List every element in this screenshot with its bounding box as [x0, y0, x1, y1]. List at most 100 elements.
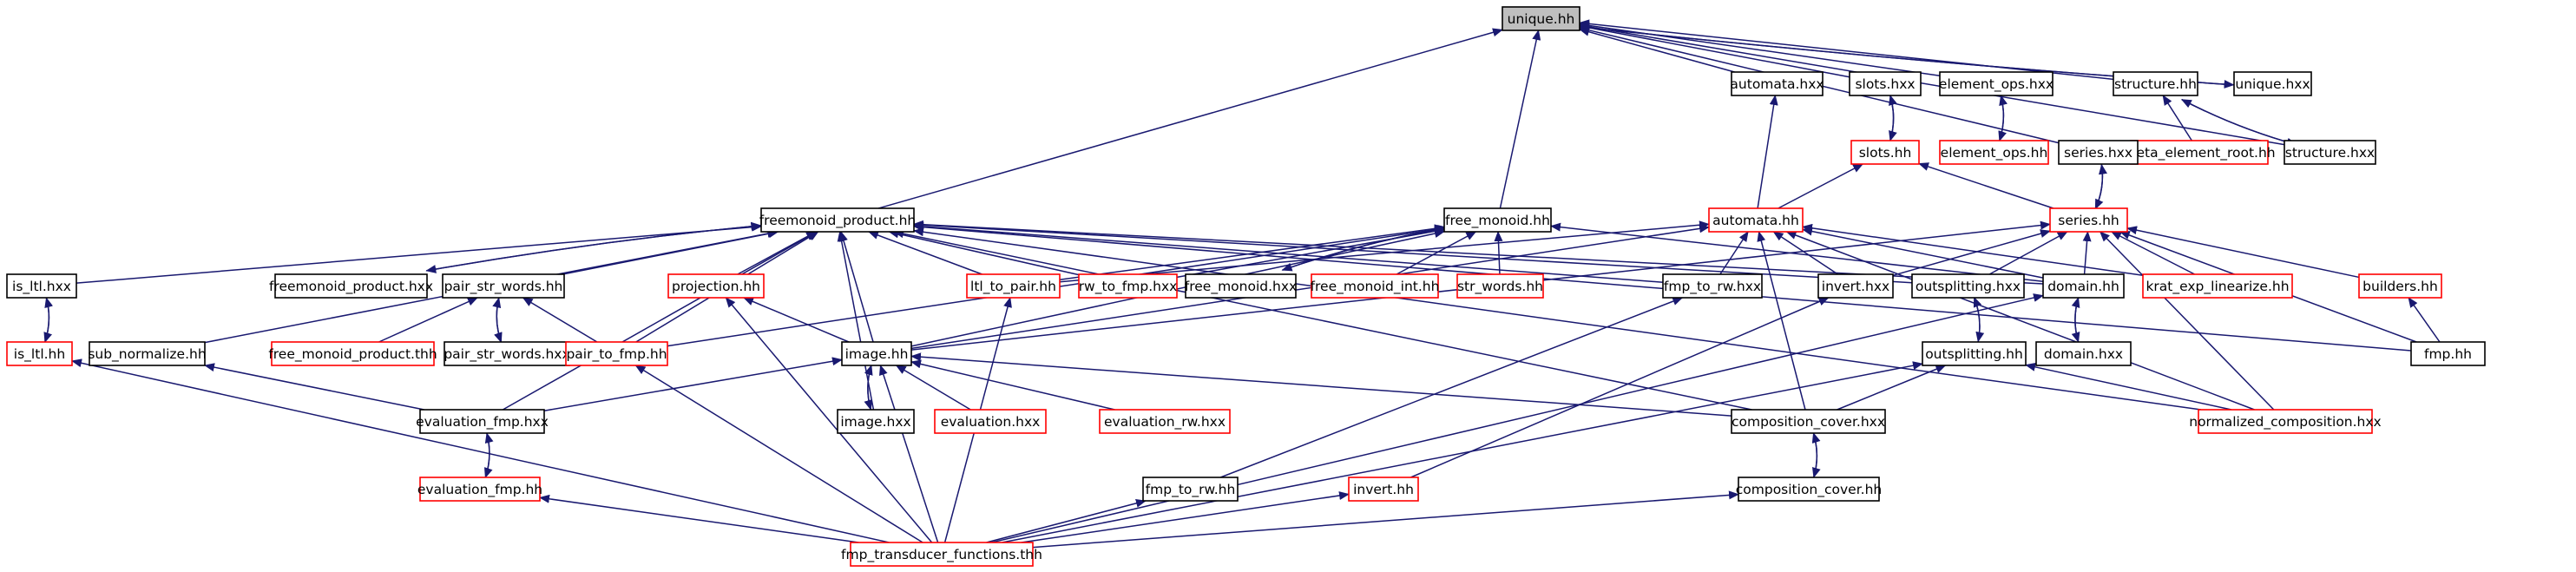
node-unique-hxx[interactable]: unique.hxx	[2233, 71, 2312, 96]
node-structure-hh[interactable]: structure.hh	[2113, 71, 2198, 96]
node-sub-normalize-hh[interactable]: sub_normalize.hh	[88, 341, 207, 366]
node-outsplitting-hxx[interactable]: outsplitting.hxx	[1911, 273, 2025, 299]
node-box[interactable]	[2358, 273, 2442, 299]
node-box[interactable]	[419, 409, 545, 434]
node-box[interactable]	[1142, 477, 1239, 502]
node-box[interactable]	[1731, 71, 1824, 96]
node-box[interactable]	[442, 273, 565, 299]
node-element-ops-hh[interactable]: element_ops.hh	[1939, 140, 2049, 165]
node-box[interactable]	[419, 477, 541, 502]
node-box[interactable]	[2113, 71, 2198, 96]
node-automata-hxx[interactable]: automata.hxx	[1730, 71, 1824, 96]
node-free-monoid-int-hh[interactable]: free_monoid_int.hh	[1311, 273, 1440, 299]
node-composition-cover-hxx[interactable]: composition_cover.hxx	[1731, 409, 1886, 434]
node-evaluation-fmp-hh[interactable]: evaluation_fmp.hh	[417, 477, 542, 502]
node-box[interactable]	[271, 341, 435, 366]
node-element-ops-hxx[interactable]: element_ops.hxx	[1939, 71, 2054, 96]
node-box[interactable]	[934, 409, 1047, 434]
node-projection-hh[interactable]: projection.hh	[667, 273, 765, 299]
node-box[interactable]	[89, 341, 206, 366]
node-unique-hh[interactable]: unique.hh	[1502, 6, 1580, 31]
node-fmp-to-rw-hh[interactable]: fmp_to_rw.hh	[1142, 477, 1239, 502]
node-builders-hh[interactable]: builders.hh	[2358, 273, 2442, 299]
node-box[interactable]	[1078, 273, 1178, 299]
node-box[interactable]	[1456, 273, 1544, 299]
node-box[interactable]	[2058, 140, 2139, 165]
node-image-hh[interactable]: image.hh	[841, 341, 912, 366]
node-invert-hxx[interactable]: invert.hxx	[1817, 273, 1894, 299]
node-fmp-to-rw-hxx[interactable]: fmp_to_rw.hxx	[1662, 273, 1763, 299]
node-invert-hh[interactable]: invert.hh	[1348, 477, 1419, 502]
node-box[interactable]	[2198, 409, 2373, 434]
node-box[interactable]	[841, 341, 912, 366]
node-box[interactable]	[2035, 341, 2132, 366]
node-box[interactable]	[1911, 273, 2025, 299]
node-fmp-transducer-functions-thh[interactable]: fmp_transducer_functions.thh	[841, 542, 1042, 567]
node-automata-hh[interactable]: automata.hh	[1708, 207, 1804, 233]
edge-outsplitting-hxx-to-series-hh	[1988, 231, 2068, 275]
node-is-ltl-hh[interactable]: is_ltl.hh	[6, 341, 73, 366]
node-normalized-composition-hxx[interactable]: normalized_composition.hxx	[2189, 409, 2382, 434]
node-domain-hxx[interactable]: domain.hxx	[2035, 341, 2132, 366]
node-box[interactable]	[1662, 273, 1763, 299]
node-free-monoid-hxx[interactable]: free_monoid.hxx	[1185, 273, 1297, 299]
node-evaluation-fmp-hxx[interactable]: evaluation_fmp.hxx	[416, 409, 549, 434]
node-box[interactable]	[565, 341, 668, 366]
node-box[interactable]	[444, 341, 570, 366]
node-box[interactable]	[6, 273, 77, 299]
node-image-hxx[interactable]: image.hxx	[837, 409, 915, 434]
node-box[interactable]	[1311, 273, 1439, 299]
node-box[interactable]	[2233, 71, 2312, 96]
node-box[interactable]	[2142, 273, 2293, 299]
node-meta-element-root-hh[interactable]: meta_element_root.hh	[2123, 140, 2276, 165]
node-box[interactable]	[1708, 207, 1804, 233]
node-box[interactable]	[966, 273, 1061, 299]
node-box[interactable]	[1817, 273, 1894, 299]
node-box[interactable]	[6, 341, 73, 366]
node-box[interactable]	[1849, 71, 1922, 96]
node-pair-to-fmp-hh[interactable]: pair_to_fmp.hh	[565, 341, 668, 366]
node-free-monoid-hh[interactable]: free_monoid.hh	[1443, 207, 1552, 233]
node-box[interactable]	[1443, 207, 1552, 233]
node-domain-hh[interactable]: domain.hh	[2042, 273, 2125, 299]
node-box[interactable]	[2042, 273, 2125, 299]
node-box[interactable]	[1502, 6, 1580, 31]
node-freemonoid-product-hxx[interactable]: freemonoid_product.hxx	[269, 273, 433, 299]
node-box[interactable]	[837, 409, 915, 434]
node-evaluation-rw-hxx[interactable]: evaluation_rw.hxx	[1099, 409, 1231, 434]
node-box[interactable]	[1850, 140, 1920, 165]
node-composition-cover-hh[interactable]: composition_cover.hh	[1736, 477, 1883, 502]
node-box[interactable]	[2284, 140, 2376, 165]
node-freemonoid-product-hh[interactable]: freemonoid_product.hh	[759, 207, 917, 233]
node-box[interactable]	[1939, 71, 2054, 96]
node-box[interactable]	[2410, 341, 2486, 366]
node-box[interactable]	[1731, 409, 1886, 434]
node-fmp-hh[interactable]: fmp.hh	[2410, 341, 2486, 366]
node-box[interactable]	[1185, 273, 1297, 299]
node-box[interactable]	[1348, 477, 1419, 502]
node-box[interactable]	[1939, 140, 2049, 165]
node-box[interactable]	[1099, 409, 1231, 434]
node-is-ltl-hxx[interactable]: is_ltl.hxx	[6, 273, 77, 299]
node-structure-hxx[interactable]: structure.hxx	[2284, 140, 2376, 165]
node-box[interactable]	[274, 273, 428, 299]
node-str-words-hh[interactable]: str_words.hh	[1456, 273, 1544, 299]
node-series-hxx[interactable]: series.hxx	[2058, 140, 2139, 165]
node-box[interactable]	[760, 207, 915, 233]
node-box[interactable]	[1738, 477, 1880, 502]
node-box[interactable]	[667, 273, 765, 299]
node-evaluation-hxx[interactable]: evaluation.hxx	[934, 409, 1047, 434]
node-series-hh[interactable]: series.hh	[2049, 207, 2128, 233]
node-box[interactable]	[1922, 341, 2027, 366]
node-outsplitting-hh[interactable]: outsplitting.hh	[1922, 341, 2027, 366]
node-pair-str-words-hxx[interactable]: pair_str_words.hxx	[444, 341, 570, 366]
node-slots-hxx[interactable]: slots.hxx	[1849, 71, 1922, 96]
node-box[interactable]	[2049, 207, 2128, 233]
node-slots-hh[interactable]: slots.hh	[1850, 140, 1920, 165]
node-rw-to-fmp-hxx[interactable]: rw_to_fmp.hxx	[1078, 273, 1178, 299]
node-free-monoid-product-thh[interactable]: free_monoid_product.thh	[268, 341, 437, 366]
node-ltl-to-pair-hh[interactable]: ltl_to_pair.hh	[966, 273, 1061, 299]
node-box[interactable]	[850, 542, 1034, 567]
node-pair-str-words-hh[interactable]: pair_str_words.hh	[442, 273, 565, 299]
node-krat-exp-linearize-hh[interactable]: krat_exp_linearize.hh	[2142, 273, 2293, 299]
